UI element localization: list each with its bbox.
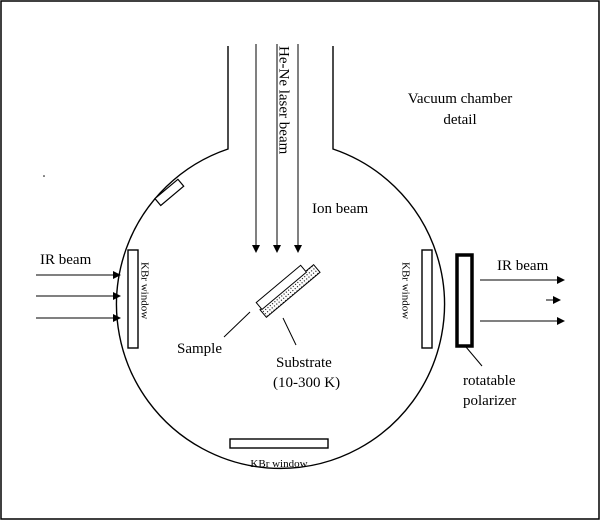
sample-leader <box>223 311 251 338</box>
polarizer-label-2: polarizer <box>463 393 516 409</box>
bottom-window-label: KBr window <box>250 458 307 470</box>
substrate <box>259 263 321 319</box>
side-port <box>154 178 185 207</box>
right-window-label: KBr window <box>399 262 411 319</box>
polarizer <box>455 253 474 348</box>
left-window <box>127 249 139 349</box>
substrate-leader <box>282 317 297 346</box>
laser-label: He-Ne laser beam <box>276 46 292 155</box>
title-line1: Vacuum chamber <box>408 91 513 107</box>
sample-label: Sample <box>177 341 222 357</box>
title-line2: detail <box>443 112 476 128</box>
stray-dot <box>43 175 45 177</box>
ir-beam-out-label: IR beam <box>497 258 549 274</box>
substrate-label-2: (10-300 K) <box>273 375 340 391</box>
polarizer-label-1: rotatable <box>463 373 516 389</box>
left-window-label: KBr window <box>138 262 150 319</box>
right-window <box>421 249 433 349</box>
substrate-label-1: Substrate <box>276 355 332 371</box>
polarizer-leader <box>465 346 483 367</box>
sample <box>255 264 308 311</box>
ion-beam-label: Ion beam <box>312 201 369 217</box>
ir-beam-in-label: IR beam <box>40 252 92 268</box>
bottom-window <box>229 438 329 449</box>
chamber-outline <box>115 46 446 469</box>
